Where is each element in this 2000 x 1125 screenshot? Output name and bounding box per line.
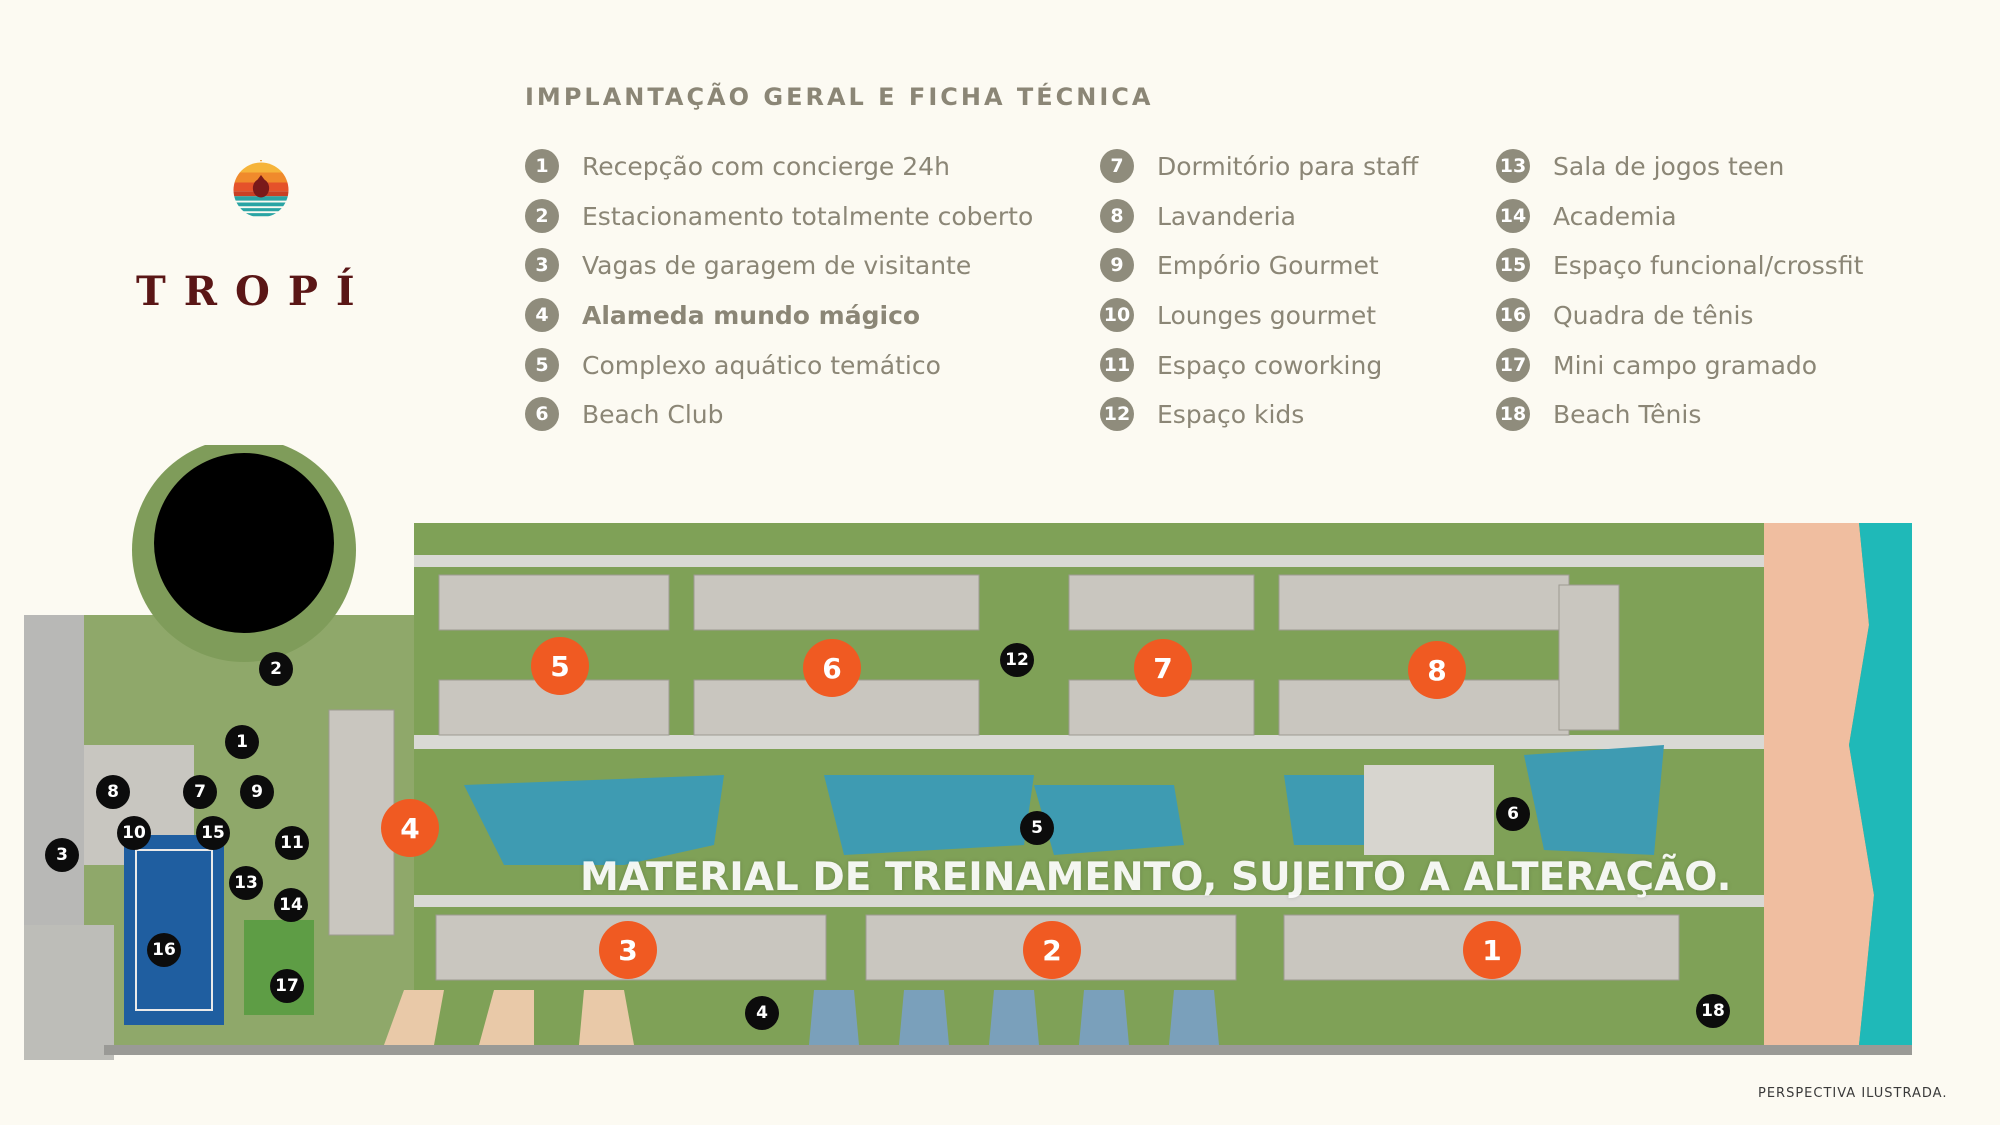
map-marker-orange[interactable]: 8	[1408, 641, 1466, 699]
legend-item: 13 Sala de jogos teen	[1496, 148, 1784, 184]
legend-label: Complexo aquático temático	[582, 350, 941, 380]
legend-label: Lavanderia	[1157, 201, 1297, 231]
map-marker-black[interactable]: 12	[1000, 643, 1034, 677]
map-marker-orange[interactable]: 4	[381, 799, 439, 857]
map-marker-black[interactable]: 11	[275, 826, 309, 860]
legend-label: Empório Gourmet	[1157, 250, 1379, 280]
legend-number: 13	[1496, 149, 1530, 183]
legend-label: Espaço kids	[1157, 399, 1305, 429]
legend-number: 12	[1100, 397, 1134, 431]
map-marker-orange[interactable]: 7	[1134, 639, 1192, 697]
map-marker-black[interactable]: 8	[96, 775, 130, 809]
map-marker-black[interactable]: 16	[147, 933, 181, 967]
legend-item: 11 Espaço coworking	[1100, 347, 1382, 383]
map-marker-black[interactable]: 15	[196, 816, 230, 850]
legend-number: 15	[1496, 248, 1530, 282]
sun-logo-icon	[233, 160, 289, 217]
map-marker-black[interactable]: 18	[1696, 994, 1730, 1028]
legend-label: Vagas de garagem de visitante	[582, 250, 972, 280]
legend-item: 18 Beach Tênis	[1496, 396, 1701, 432]
map-marker-black[interactable]: 5	[1020, 811, 1054, 845]
legend-number: 17	[1496, 348, 1530, 382]
legend-item: 8 Lavanderia	[1100, 198, 1296, 234]
legend-number: 16	[1496, 298, 1530, 332]
legend-label: Quadra de tênis	[1553, 300, 1754, 330]
map-marker-orange[interactable]: 1	[1463, 921, 1521, 979]
legend-item: 4 Alameda mundo mágico	[525, 297, 920, 333]
map-marker-black[interactable]: 7	[183, 775, 217, 809]
legend-label: Beach Tênis	[1553, 399, 1702, 429]
legend-item: 14 Academia	[1496, 198, 1677, 234]
legend-label: Espaço funcional/crossfit	[1553, 250, 1864, 280]
legend-label: Beach Club	[582, 399, 724, 429]
legend-label: Estacionamento totalmente coberto	[582, 201, 1034, 231]
map-marker-orange[interactable]: 2	[1023, 921, 1081, 979]
legend-label: Mini campo gramado	[1553, 350, 1818, 380]
brand-wordmark: TROPÍ	[136, 268, 373, 315]
legend-item: 1 Recepção com concierge 24h	[525, 148, 950, 184]
legend-item: 16 Quadra de tênis	[1496, 297, 1753, 333]
legend-item: 12 Espaço kids	[1100, 396, 1304, 432]
legend-number: 14	[1496, 199, 1530, 233]
map-marker-black[interactable]: 1	[225, 725, 259, 759]
map-marker-orange[interactable]: 6	[803, 639, 861, 697]
legend-item: 15 Espaço funcional/crossfit	[1496, 247, 1863, 283]
map-marker-black[interactable]: 14	[274, 888, 308, 922]
legend-number: 4	[525, 298, 559, 332]
legend-item: 6 Beach Club	[525, 396, 724, 432]
legend-number: 3	[525, 248, 559, 282]
legend-label: Dormitório para staff	[1157, 151, 1419, 181]
legend-label: Recepção com concierge 24h	[582, 151, 950, 181]
legend-number: 9	[1100, 248, 1134, 282]
map-marker-orange[interactable]: 5	[531, 637, 589, 695]
legend-label: Lounges gourmet	[1157, 300, 1377, 330]
map-marker-black[interactable]: 17	[270, 969, 304, 1003]
legend-item: 2 Estacionamento totalmente coberto	[525, 198, 1033, 234]
legend-item: 5 Complexo aquático temático	[525, 347, 941, 383]
legend-number: 10	[1100, 298, 1134, 332]
legend-item: 17 Mini campo gramado	[1496, 347, 1817, 383]
map-marker-black[interactable]: 6	[1496, 797, 1530, 831]
legend-label: Alameda mundo mágico	[582, 300, 921, 330]
legend-number: 2	[525, 199, 559, 233]
map-marker-black[interactable]: 13	[229, 866, 263, 900]
legend-number: 1	[525, 149, 559, 183]
map-marker-black[interactable]: 4	[745, 996, 779, 1030]
map-marker-orange[interactable]: 3	[599, 921, 657, 979]
map-marker-black[interactable]: 3	[45, 838, 79, 872]
map-marker-black[interactable]: 10	[117, 816, 151, 850]
legend-number: 11	[1100, 348, 1134, 382]
legend-label: Academia	[1553, 201, 1677, 231]
legend-label: Espaço coworking	[1157, 350, 1383, 380]
legend-item: 10 Lounges gourmet	[1100, 297, 1376, 333]
map-marker-black[interactable]: 9	[240, 775, 274, 809]
legend-number: 5	[525, 348, 559, 382]
legend-number: 7	[1100, 149, 1134, 183]
legend-number: 6	[525, 397, 559, 431]
legend-number: 8	[1100, 199, 1134, 233]
footnote: PERSPECTIVA ILUSTRADA.	[1758, 1086, 1948, 1101]
site-plan-map	[24, 445, 1912, 1060]
legend-item: 3 Vagas de garagem de visitante	[525, 247, 971, 283]
legend-number: 18	[1496, 397, 1530, 431]
map-marker-black[interactable]: 2	[259, 652, 293, 686]
legend-item: 7 Dormitório para staff	[1100, 148, 1418, 184]
legend-label: Sala de jogos teen	[1553, 151, 1785, 181]
legend-item: 9 Empório Gourmet	[1100, 247, 1379, 283]
watermark-text: MATERIAL DE TREINAMENTO, SUJEITO A ALTER…	[580, 855, 1732, 900]
page-title: IMPLANTAÇÃO GERAL E FICHA TÉCNICA	[525, 83, 1154, 111]
